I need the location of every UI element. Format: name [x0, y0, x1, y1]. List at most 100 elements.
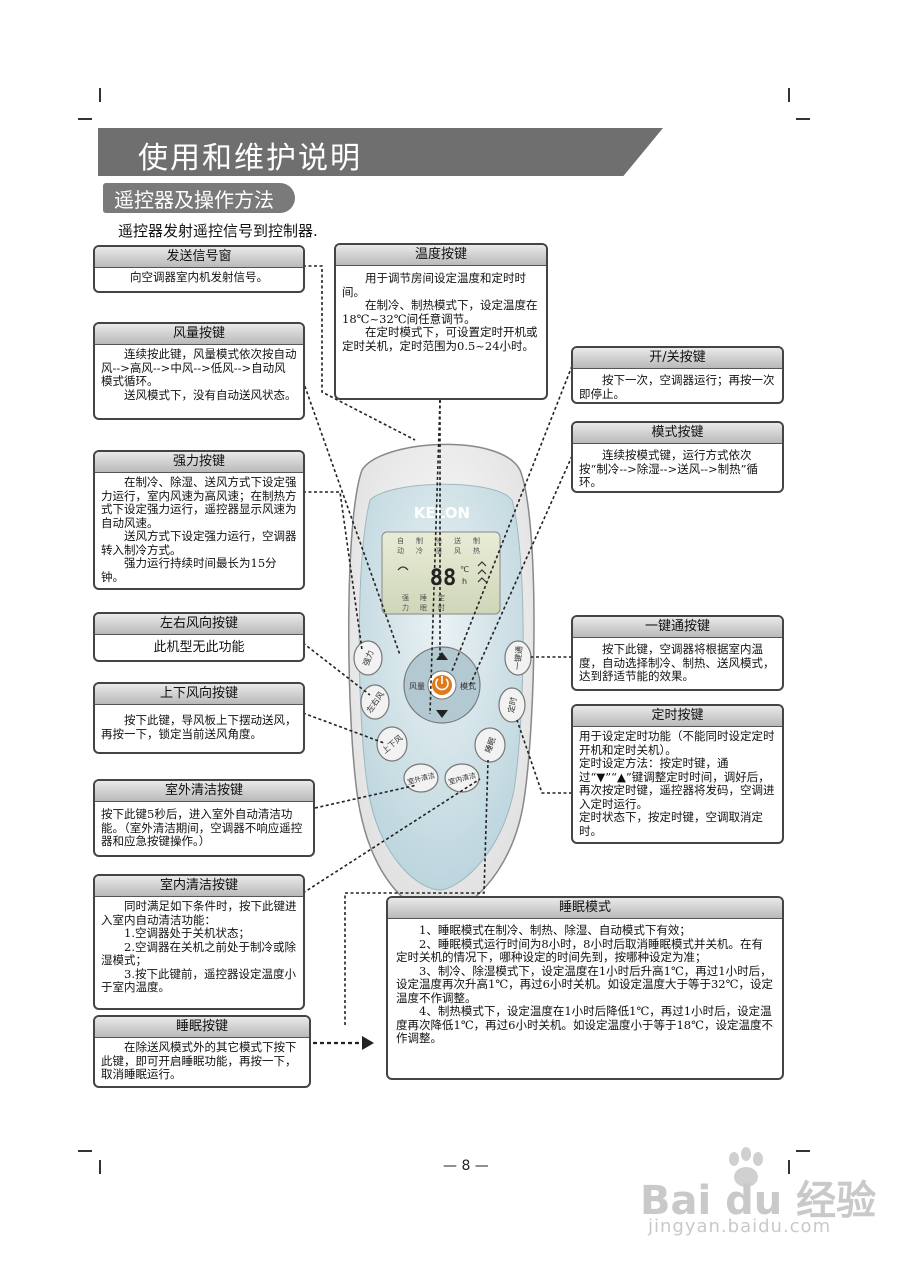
crop-mark [788, 88, 790, 102]
box-text: 定时状态下，按定时键，空调取消定时。 [579, 810, 763, 838]
lcd-label: 制 [473, 536, 480, 545]
lcd-label: 强 [402, 594, 409, 602]
crop-mark [796, 1150, 810, 1152]
watermark-url: jingyan.baidu.com [648, 1216, 832, 1237]
box-text: 按下一次，空调器运行；再按一次即停止。 [579, 373, 775, 401]
lcd-screen: 自 制 除 送 制 动 冷 湿 风 热 强 睡 定 力 眠 时 88 ℃ h [381, 531, 501, 615]
lr-wind-key-box: 左右风向按键 此机型无此功能 [93, 612, 305, 662]
box-text: 按下此键，导风板上下摆动送风，再按一下，锁定当前送风角度。 [101, 713, 297, 741]
box-text: 送风方式下设定强力运行，空调器转入制冷方式。 [101, 529, 297, 557]
box-text: 1.空调器处于关机状态； [124, 926, 250, 940]
mode-button-label: 模式 [460, 681, 476, 691]
temperature-key-box: 温度按键 用于调节房间设定温度和定时时间。 在制冷、制热模式下，设定温度在18℃… [334, 243, 548, 400]
side-buttons [353, 640, 532, 793]
fan-level-icon [477, 561, 487, 583]
box-title: 睡眠模式 [388, 898, 782, 919]
page-title: 使用和维护说明 [138, 141, 362, 176]
box-text: 3.按下此键前，遥控器设定温度小于室内温度。 [101, 966, 296, 994]
crop-mark [99, 1160, 101, 1174]
up-arrow-icon [436, 652, 448, 660]
ud-wind-key-box: 上下风向按键 按下此键，导风板上下摆动送风，再按一下，锁定当前送风角度。 [93, 682, 305, 754]
box-text: 3、制冷、除湿模式下，设定温度在1小时后升高1℃，再过1小时后，设定温度再次升高… [396, 963, 773, 1005]
lcd-label: 制 [416, 536, 423, 545]
lcd-label: 除 [435, 536, 442, 545]
send-window-box: 发送信号窗 向空调器室内机发射信号。 [93, 245, 305, 293]
page-number: — 8 — [443, 1158, 489, 1174]
box-title: 强力按键 [95, 452, 303, 473]
lcd-label: 睡 [420, 594, 427, 602]
box-text: 用于设定定时功能（不能同时设定定时开机和定时关机）。 [579, 729, 775, 757]
box-text: 在定时模式下，可设置定时开机或定时关机，定时范围为0.5~24小时。 [342, 325, 538, 353]
crop-mark [99, 88, 101, 102]
lcd-label: 动 [397, 546, 404, 555]
box-text: 同时满足如下条件时，按下此键进入室内自动清洁功能： [101, 899, 297, 927]
lcd-label: 湿 [435, 546, 442, 555]
box-text: 1、睡眠模式在制冷、制热、除湿、自动模式下有效； [419, 923, 691, 937]
indoor-clean-key-box: 室内清洁按键 同时满足如下条件时，按下此键进入室内自动清洁功能： 1.空调器处于… [93, 874, 305, 1010]
box-title: 开/关按键 [573, 348, 782, 369]
box-title: 温度按键 [336, 245, 546, 266]
lcd-label: 热 [473, 546, 480, 555]
lcd-label: 力 [402, 603, 409, 612]
box-text: 连续按此键，风量模式依次按自动风-->高风-->中风-->低风-->自动风模式循… [101, 347, 297, 388]
box-title: 左右风向按键 [95, 614, 303, 635]
sleep-key-box: 睡眠按键 在除送风模式外的其它模式下按下此键，即可开启睡眠功能，再按一下，取消睡… [93, 1015, 311, 1088]
timer-key-box: 定时按键 用于设定定时功能（不能同时设定定时开机和定时关机）。 定时设定方法：按… [571, 704, 784, 844]
lcd-label: 自 [397, 536, 404, 545]
lcd-label: 时 [438, 603, 445, 612]
box-text: 在制冷、除湿、送风方式下设定强力运行，室内风速为高风速；在制热方式下设定强力运行… [101, 475, 297, 530]
box-text: 送风模式下，没有自动送风状态。 [124, 387, 297, 402]
box-title: 室外清洁按键 [95, 781, 313, 802]
box-text: 用于调节房间设定温度和定时时间。 [342, 271, 526, 299]
fan-button-label: 风量 [409, 682, 425, 691]
sleep-mode-box: 睡眠模式 1、睡眠模式在制冷、制热、除湿、自动模式下有效； 2、睡眠模式运行时间… [386, 896, 784, 1080]
section-pill [103, 183, 295, 213]
box-text: 定时设定方法：按定时键，通过“▼”“▲”键调整定时时间，调好后，再次按定时键，遥… [579, 756, 775, 811]
lcd-label: 风 [454, 547, 461, 555]
box-title: 模式按键 [573, 423, 782, 444]
box-text: 连续按模式键，运行方式依次按“制冷-->除湿-->送风-->制热”循环。 [579, 448, 758, 489]
brand-logo: KELON [414, 504, 470, 522]
mode-key-box: 模式按键 连续按模式键，运行方式依次按“制冷-->除湿-->送风-->制热”循环… [571, 421, 784, 493]
box-title: 睡眠按键 [95, 1017, 309, 1038]
onekey-box: 一键通按键 按下此键，空调器将根据室内温度，自动选择制冷、制热、送风模式，达到舒… [571, 615, 784, 691]
box-text: 在除送风模式外的其它模式下按下此键，即可开启睡眠功能，再按一下，取消睡眠运行。 [101, 1040, 297, 1081]
lcd-unit: ℃ [460, 565, 469, 574]
crop-mark [78, 118, 92, 120]
intro-text: 遥控器发射遥控信号到控制器. [118, 222, 318, 240]
timer-button-label: 定时 [506, 696, 519, 713]
box-title: 发送信号窗 [95, 247, 303, 268]
box-text: 2、睡眠模式运行时间为8小时，8小时后取消睡眠模式并关机。在有定时关机的情况下，… [396, 936, 763, 964]
leader-lines [302, 265, 573, 1025]
box-text: 2.空调器在关机之前处于制冷或除湿模式； [101, 939, 296, 967]
onekey-button-label: 一键通 [512, 646, 524, 671]
lcd-label: 眠 [420, 604, 427, 612]
section-title: 遥控器及操作方法 [114, 188, 274, 212]
box-text: 在制冷、制热模式下，设定温度在18℃~32℃间任意调节。 [342, 298, 538, 326]
sleep-arrow [313, 1036, 374, 1050]
box-text: 4、制热模式下，设定温度在1小时后降低1℃，再过1小时后，设定温度再次降低1℃，… [396, 1004, 773, 1045]
box-title: 室内清洁按键 [95, 876, 303, 897]
box-text: 按下此键5秒后，进入室外自动清洁功能。（室外清洁期间，空调器不响应遥控器和应急按… [101, 807, 303, 848]
box-text: 向空调器室内机发射信号。 [130, 270, 268, 284]
box-text: 按下此键，空调器将根据室内温度，自动选择制冷、制热、送风模式，达到舒适节能的效果… [579, 642, 775, 683]
outdoor-clean-key-box: 室外清洁按键 按下此键5秒后，进入室外自动清洁功能。（室外清洁期间，空调器不响应… [93, 779, 315, 857]
lcd-label: 冷 [416, 546, 423, 555]
paw-icon [729, 1147, 763, 1187]
crop-mark [788, 1160, 790, 1174]
down-arrow-icon [436, 710, 448, 718]
watermark-logo: Bai du 经验 [640, 1178, 877, 1224]
box-text: 此机型无此功能 [153, 640, 245, 655]
power-key-box: 开/关按键 按下一次，空调器运行；再按一次即停止。 [571, 346, 784, 404]
box-text: 强力运行持续时间最长为15分钟。 [101, 556, 277, 584]
lcd-label: 定 [438, 593, 445, 602]
crop-mark [78, 1150, 92, 1152]
crop-mark [796, 118, 810, 120]
fan-key-box: 风量按键 连续按此键，风量模式依次按自动风-->高风-->中风-->低风-->自… [93, 322, 305, 420]
lcd-unit: h [462, 577, 467, 586]
wifi-icon [397, 566, 409, 571]
box-title: 上下风向按键 [95, 684, 303, 705]
dpad: 风量 模式 [403, 646, 481, 724]
header-banner [98, 128, 663, 176]
